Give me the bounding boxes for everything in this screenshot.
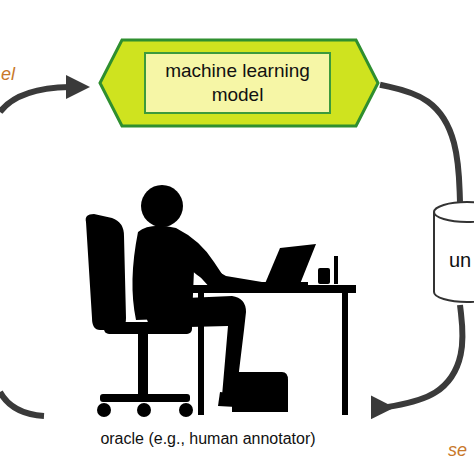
inner-box — [145, 53, 330, 113]
cylinder-top — [434, 202, 474, 222]
arrow-head — [66, 75, 90, 99]
cylinder-body — [434, 212, 474, 302]
cycle-arc — [0, 392, 44, 416]
model-outline — [98, 38, 380, 128]
cropped-step-label: el — [1, 64, 15, 85]
node-text: un — [440, 240, 474, 280]
node-text: machine learning model — [145, 53, 330, 113]
cycle-arrow — [380, 85, 460, 202]
cropped-step-label: se — [448, 440, 467, 461]
cycle-arrow — [385, 305, 463, 407]
oracle-annotator: oracle (e.g., human annotator) — [55, 175, 385, 455]
annotator-silhouette — [86, 185, 356, 417]
node-text: oracle (e.g., human annotator) — [55, 428, 361, 450]
model-box: machine learning model — [98, 38, 380, 128]
hexagon-outline — [100, 40, 378, 126]
data-pool-cylinder: un — [432, 200, 474, 305]
cycle-arc — [0, 87, 70, 112]
